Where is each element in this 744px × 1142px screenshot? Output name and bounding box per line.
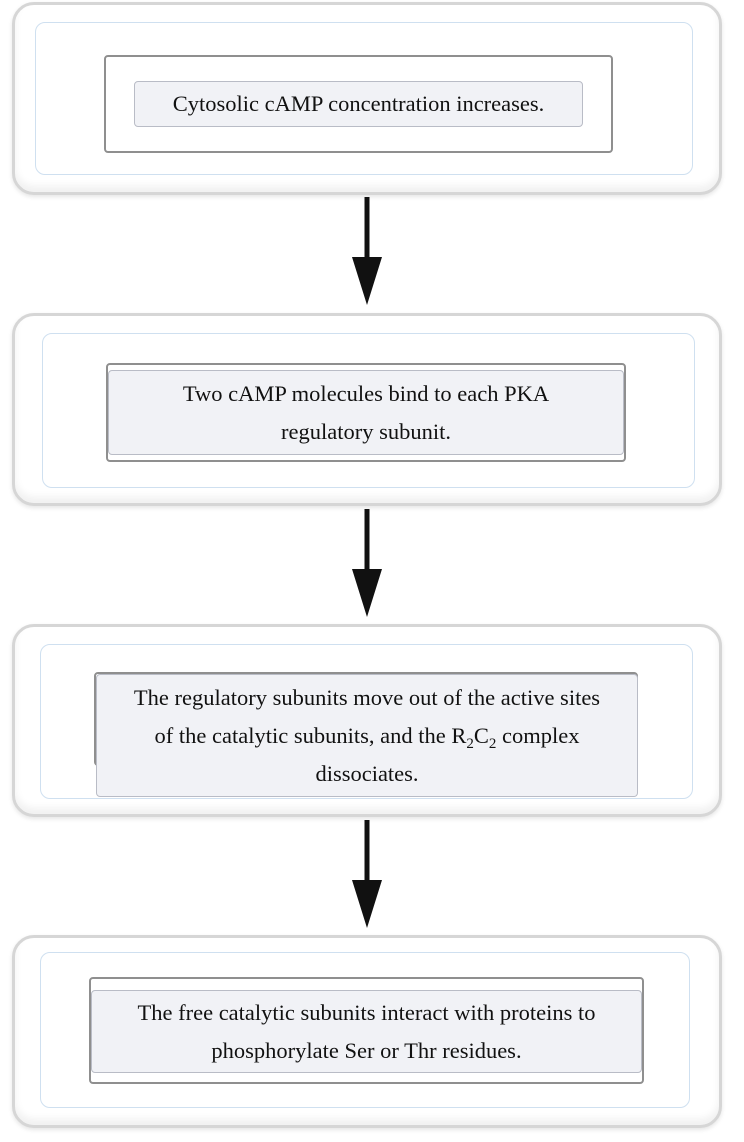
step-text-2: Two cAMP molecules bind to each PKA regu…: [182, 380, 550, 444]
step-card-2[interactable]: Two cAMP molecules bind to each PKA regu…: [108, 370, 624, 455]
formula-r2c2: R2C2: [451, 722, 497, 752]
step-card-1[interactable]: Cytosolic cAMP concentration increases.: [134, 81, 583, 127]
step-text-1: Cytosolic cAMP concentration increases.: [172, 91, 545, 116]
step-text-4: The free catalytic subunits interact wit…: [137, 999, 596, 1063]
arrow-down-icon-1: [352, 197, 382, 305]
step-card-4[interactable]: The free catalytic subunits interact wit…: [91, 990, 642, 1073]
step-card-3[interactable]: The regulatory subunits move out of the …: [96, 674, 638, 797]
step-text-3: The regulatory subunits move out of the …: [133, 684, 601, 786]
arrow-down-icon-3: [352, 820, 382, 928]
arrow-down-icon-2: [352, 509, 382, 617]
